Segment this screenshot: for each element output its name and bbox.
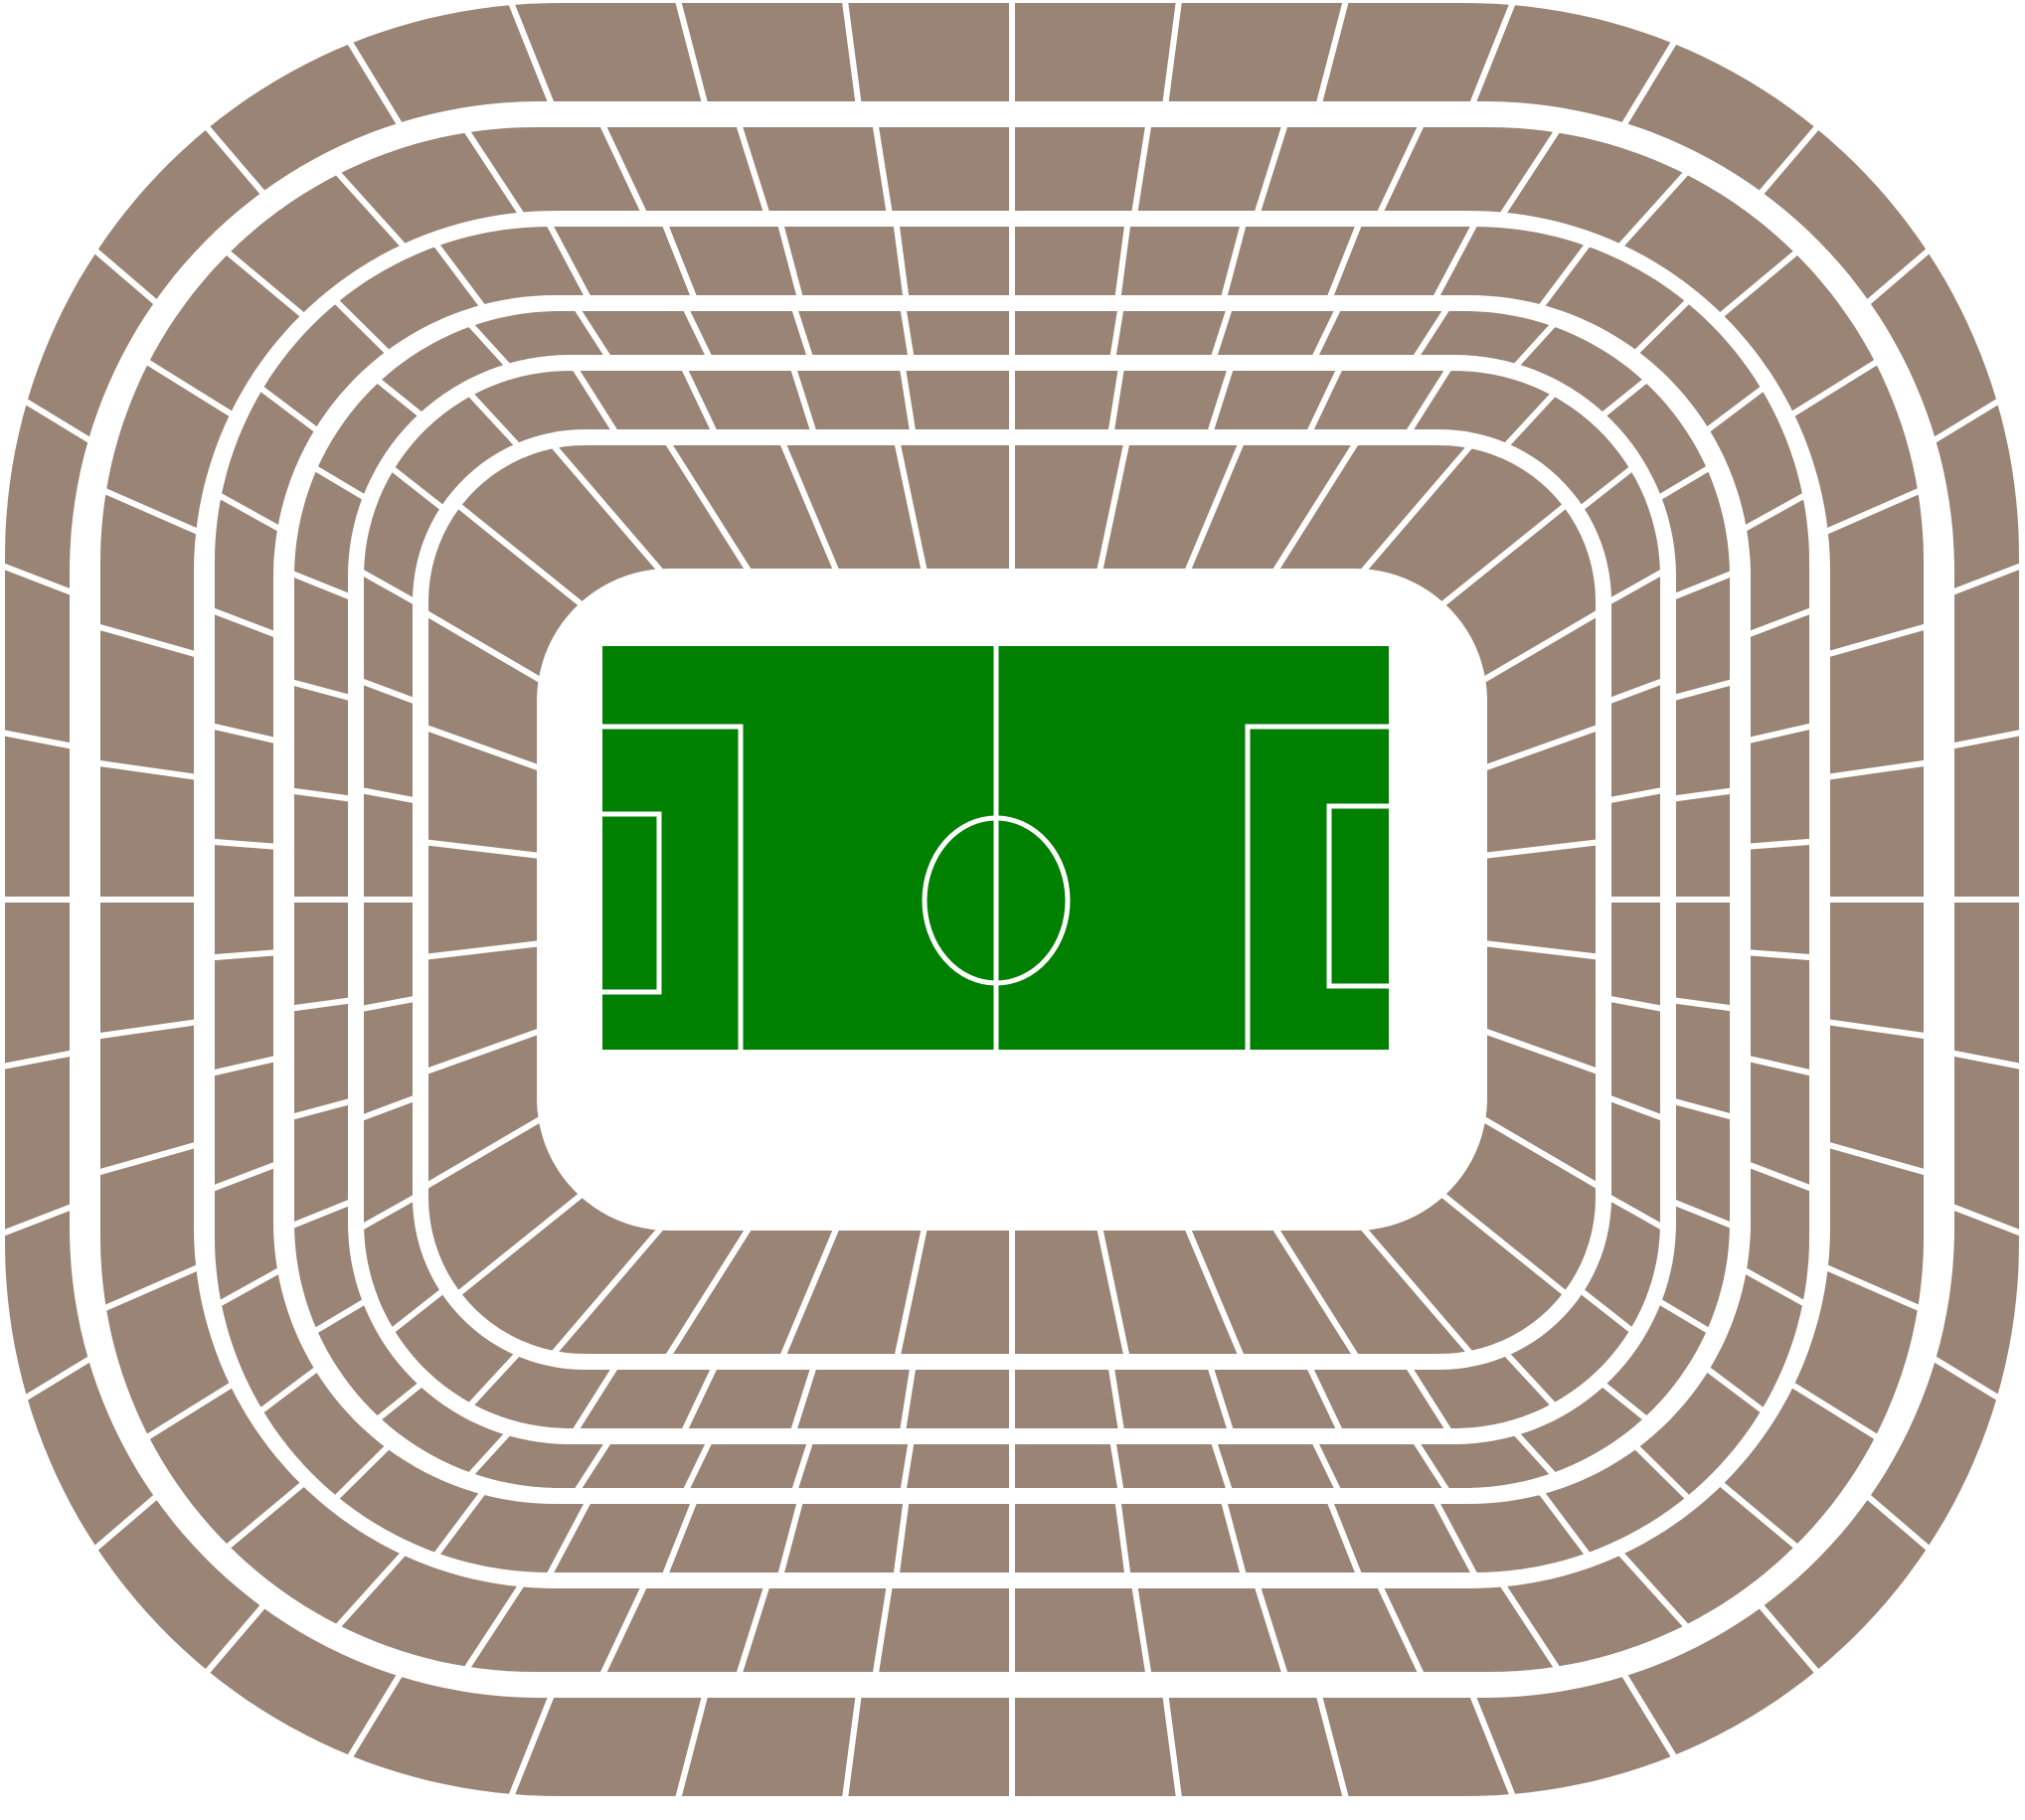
section-upper-ring-12[interactable] — [1948, 1050, 2025, 1238]
section-second-ring-1[interactable] — [1009, 121, 1152, 217]
section-third-ring-34[interactable] — [209, 949, 279, 1076]
section-third-ring-23[interactable] — [1009, 1498, 1131, 1578]
section-fourth-ring-20[interactable] — [1210, 1438, 1342, 1494]
section-second-ring-33[interactable] — [94, 897, 200, 1040]
section-upper-ring-40[interactable] — [841, 0, 1015, 107]
section-fourth-ring-44[interactable] — [900, 305, 1015, 361]
section-third-ring-12[interactable] — [1745, 838, 1815, 961]
section-second-ring-21[interactable] — [1131, 1582, 1288, 1678]
section-third-ring-46[interactable] — [893, 221, 1015, 301]
section-fifth-ring-11[interactable] — [1605, 897, 1666, 1012]
section-third-ring-45[interactable] — [777, 221, 910, 301]
pitch — [545, 577, 1479, 1223]
section-fourth-ring-42[interactable] — [682, 305, 814, 361]
section-fourth-ring-1[interactable] — [1009, 305, 1124, 361]
section-fifth-ring-20[interactable] — [1009, 1364, 1124, 1434]
section-fifth-ring-9[interactable] — [1605, 678, 1666, 804]
section-second-ring-32[interactable] — [94, 1019, 200, 1176]
section-fifth-ring-10[interactable] — [1605, 787, 1666, 903]
section-second-ring-11[interactable] — [1824, 759, 1930, 903]
section-third-ring-22[interactable] — [1114, 1498, 1247, 1578]
section-fifth-ring-19[interactable] — [1107, 1364, 1234, 1434]
section-upper-ring-9[interactable] — [1948, 562, 2025, 749]
section-fourth-ring-10[interactable] — [1670, 679, 1736, 802]
section-fourth-ring-9[interactable] — [1670, 570, 1736, 702]
section-fifth-ring-29[interactable] — [358, 995, 419, 1121]
section-lower-ring-26[interactable] — [422, 839, 543, 960]
section-fourth-ring-32[interactable] — [288, 997, 354, 1120]
section-upper-ring-11[interactable] — [1948, 897, 2025, 1071]
section-upper-ring-22[interactable] — [674, 1692, 862, 1802]
goal-area-right — [1326, 803, 1395, 989]
section-second-ring-23[interactable] — [872, 1582, 1015, 1678]
section-second-ring-12[interactable] — [1824, 897, 1930, 1040]
section-fourth-ring-43[interactable] — [791, 305, 915, 361]
section-third-ring-13[interactable] — [1745, 949, 1815, 1076]
section-fourth-ring-12[interactable] — [1670, 897, 1736, 1012]
section-lower-ring-9[interactable] — [1481, 839, 1602, 960]
section-fifth-ring-21[interactable] — [900, 1364, 1015, 1434]
section-third-ring-35[interactable] — [209, 838, 279, 961]
section-upper-ring-1[interactable] — [1009, 0, 1183, 107]
section-upper-ring-39[interactable] — [674, 0, 862, 107]
section-fourth-ring-33[interactable] — [288, 897, 354, 1012]
section-fourth-ring-23[interactable] — [900, 1438, 1015, 1494]
section-fifth-ring-31[interactable] — [358, 787, 419, 903]
section-third-ring-33[interactable] — [209, 1055, 279, 1193]
section-lower-ring-34[interactable] — [894, 439, 1015, 575]
section-upper-ring-10[interactable] — [1948, 729, 2025, 903]
section-second-ring-22[interactable] — [1009, 1582, 1152, 1678]
section-upper-ring-29[interactable] — [0, 1050, 76, 1238]
section-third-ring-36[interactable] — [209, 723, 279, 850]
section-fourth-ring-34[interactable] — [288, 787, 354, 903]
section-second-ring-43[interactable] — [736, 121, 893, 217]
section-fifth-ring-1[interactable] — [1009, 365, 1124, 435]
section-fourth-ring-21[interactable] — [1109, 1438, 1233, 1494]
section-third-ring-11[interactable] — [1745, 723, 1815, 850]
section-second-ring-44[interactable] — [872, 121, 1015, 217]
section-fifth-ring-30[interactable] — [358, 897, 419, 1012]
section-fourth-ring-11[interactable] — [1670, 787, 1736, 903]
section-upper-ring-21[interactable] — [841, 1692, 1015, 1802]
section-fourth-ring-35[interactable] — [288, 679, 354, 802]
section-upper-ring-31[interactable] — [0, 729, 76, 903]
center-circle — [922, 815, 1071, 986]
section-upper-ring-2[interactable] — [1162, 0, 1350, 107]
section-fourth-ring-31[interactable] — [288, 1097, 354, 1230]
section-second-ring-34[interactable] — [94, 759, 200, 903]
section-fourth-ring-13[interactable] — [1670, 997, 1736, 1120]
section-upper-ring-20[interactable] — [1009, 1692, 1183, 1802]
section-fifth-ring-40[interactable] — [900, 365, 1015, 435]
section-upper-ring-19[interactable] — [1162, 1692, 1350, 1802]
section-second-ring-10[interactable] — [1824, 623, 1930, 780]
section-third-ring-10[interactable] — [1745, 606, 1815, 745]
section-fourth-ring-22[interactable] — [1009, 1438, 1124, 1494]
section-fourth-ring-2[interactable] — [1109, 305, 1233, 361]
section-third-ring-1[interactable] — [1009, 221, 1131, 301]
section-fourth-ring-24[interactable] — [791, 1438, 915, 1494]
section-third-ring-24[interactable] — [893, 1498, 1015, 1578]
section-upper-ring-30[interactable] — [0, 897, 76, 1071]
section-upper-ring-32[interactable] — [0, 562, 76, 749]
section-fifth-ring-39[interactable] — [790, 365, 917, 435]
goal-area-left — [596, 811, 662, 995]
